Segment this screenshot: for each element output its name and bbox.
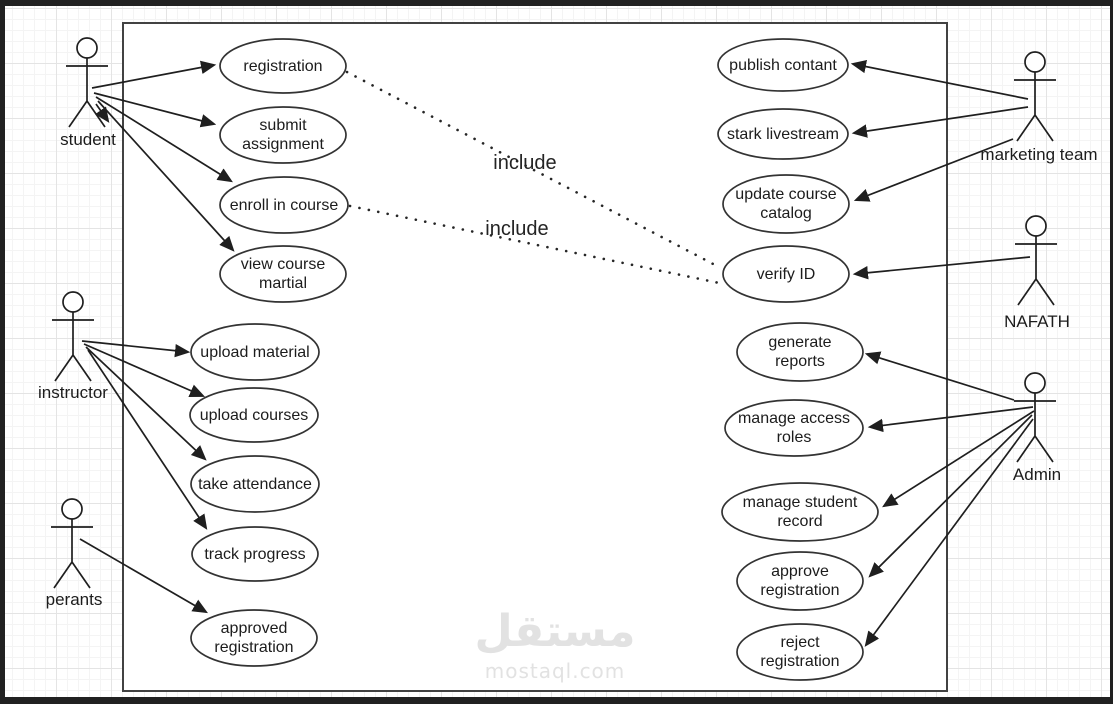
use-case-nodes <box>189 38 879 681</box>
edge-instructor-take-attendance <box>85 346 207 461</box>
edge-student-registration <box>91 60 217 89</box>
use-case-view-course-martial <box>219 245 347 303</box>
edge-student-view-course-martial <box>97 100 235 252</box>
edge-perants-approved-registration <box>79 538 208 614</box>
edge-admin-approve-registration <box>868 414 1033 578</box>
association-edges <box>79 59 1035 647</box>
use-case-enroll-in-course <box>219 176 349 234</box>
use-case-update-course-catalog <box>722 174 850 234</box>
edge-admin-manage-student-record <box>882 410 1035 508</box>
edge-instructor-upload-material <box>81 340 191 358</box>
use-case-upload-courses <box>189 387 319 443</box>
edge-admin-manage-access-roles <box>867 406 1034 433</box>
edge-admin-generate-reports <box>864 351 1015 401</box>
use-case-manage-access-roles <box>724 399 864 457</box>
use-case-generate-reports <box>736 322 864 382</box>
edge-student-enroll-in-course <box>95 96 233 183</box>
use-case-stark-livestream <box>717 108 849 160</box>
edge-nafath-verify-id <box>852 256 1031 280</box>
use-case-take-attendance <box>190 455 320 513</box>
use-case-submit-assignment <box>219 106 347 164</box>
use-case-manage-student-record <box>721 482 879 542</box>
actor-admin <box>1014 372 1056 463</box>
edge-marketing-update-course-catalog <box>853 138 1014 202</box>
include-edge-enroll-verify-id <box>348 204 726 286</box>
use-case-verify-id <box>722 245 850 303</box>
edge-instructor-track-progress <box>87 349 208 530</box>
edge-marketing-stark-livestream <box>851 106 1029 138</box>
actor-figures <box>51 37 1057 589</box>
edge-artifact-arrowhead <box>95 103 110 123</box>
actor-nafath <box>1015 215 1057 306</box>
edge-instructor-upload-courses <box>83 343 206 397</box>
edge-admin-reject-registration <box>864 418 1034 647</box>
use-case-registration <box>219 38 347 94</box>
include-edges <box>345 70 726 286</box>
use-case-approved-registration <box>190 609 318 667</box>
edge-marketing-publish-contant <box>850 59 1029 100</box>
use-case-publish-contant <box>717 38 849 92</box>
actor-marketing-team <box>1014 51 1056 142</box>
actor-instructor <box>52 291 94 382</box>
edge-student-submit-assignment <box>93 92 217 128</box>
use-case-upload-material <box>190 323 320 381</box>
actor-perants <box>51 498 93 589</box>
use-case-reject-registration <box>736 623 864 681</box>
use-case-approve-registration <box>736 551 864 611</box>
use-case-track-progress <box>191 526 319 582</box>
actor-student <box>66 37 108 128</box>
